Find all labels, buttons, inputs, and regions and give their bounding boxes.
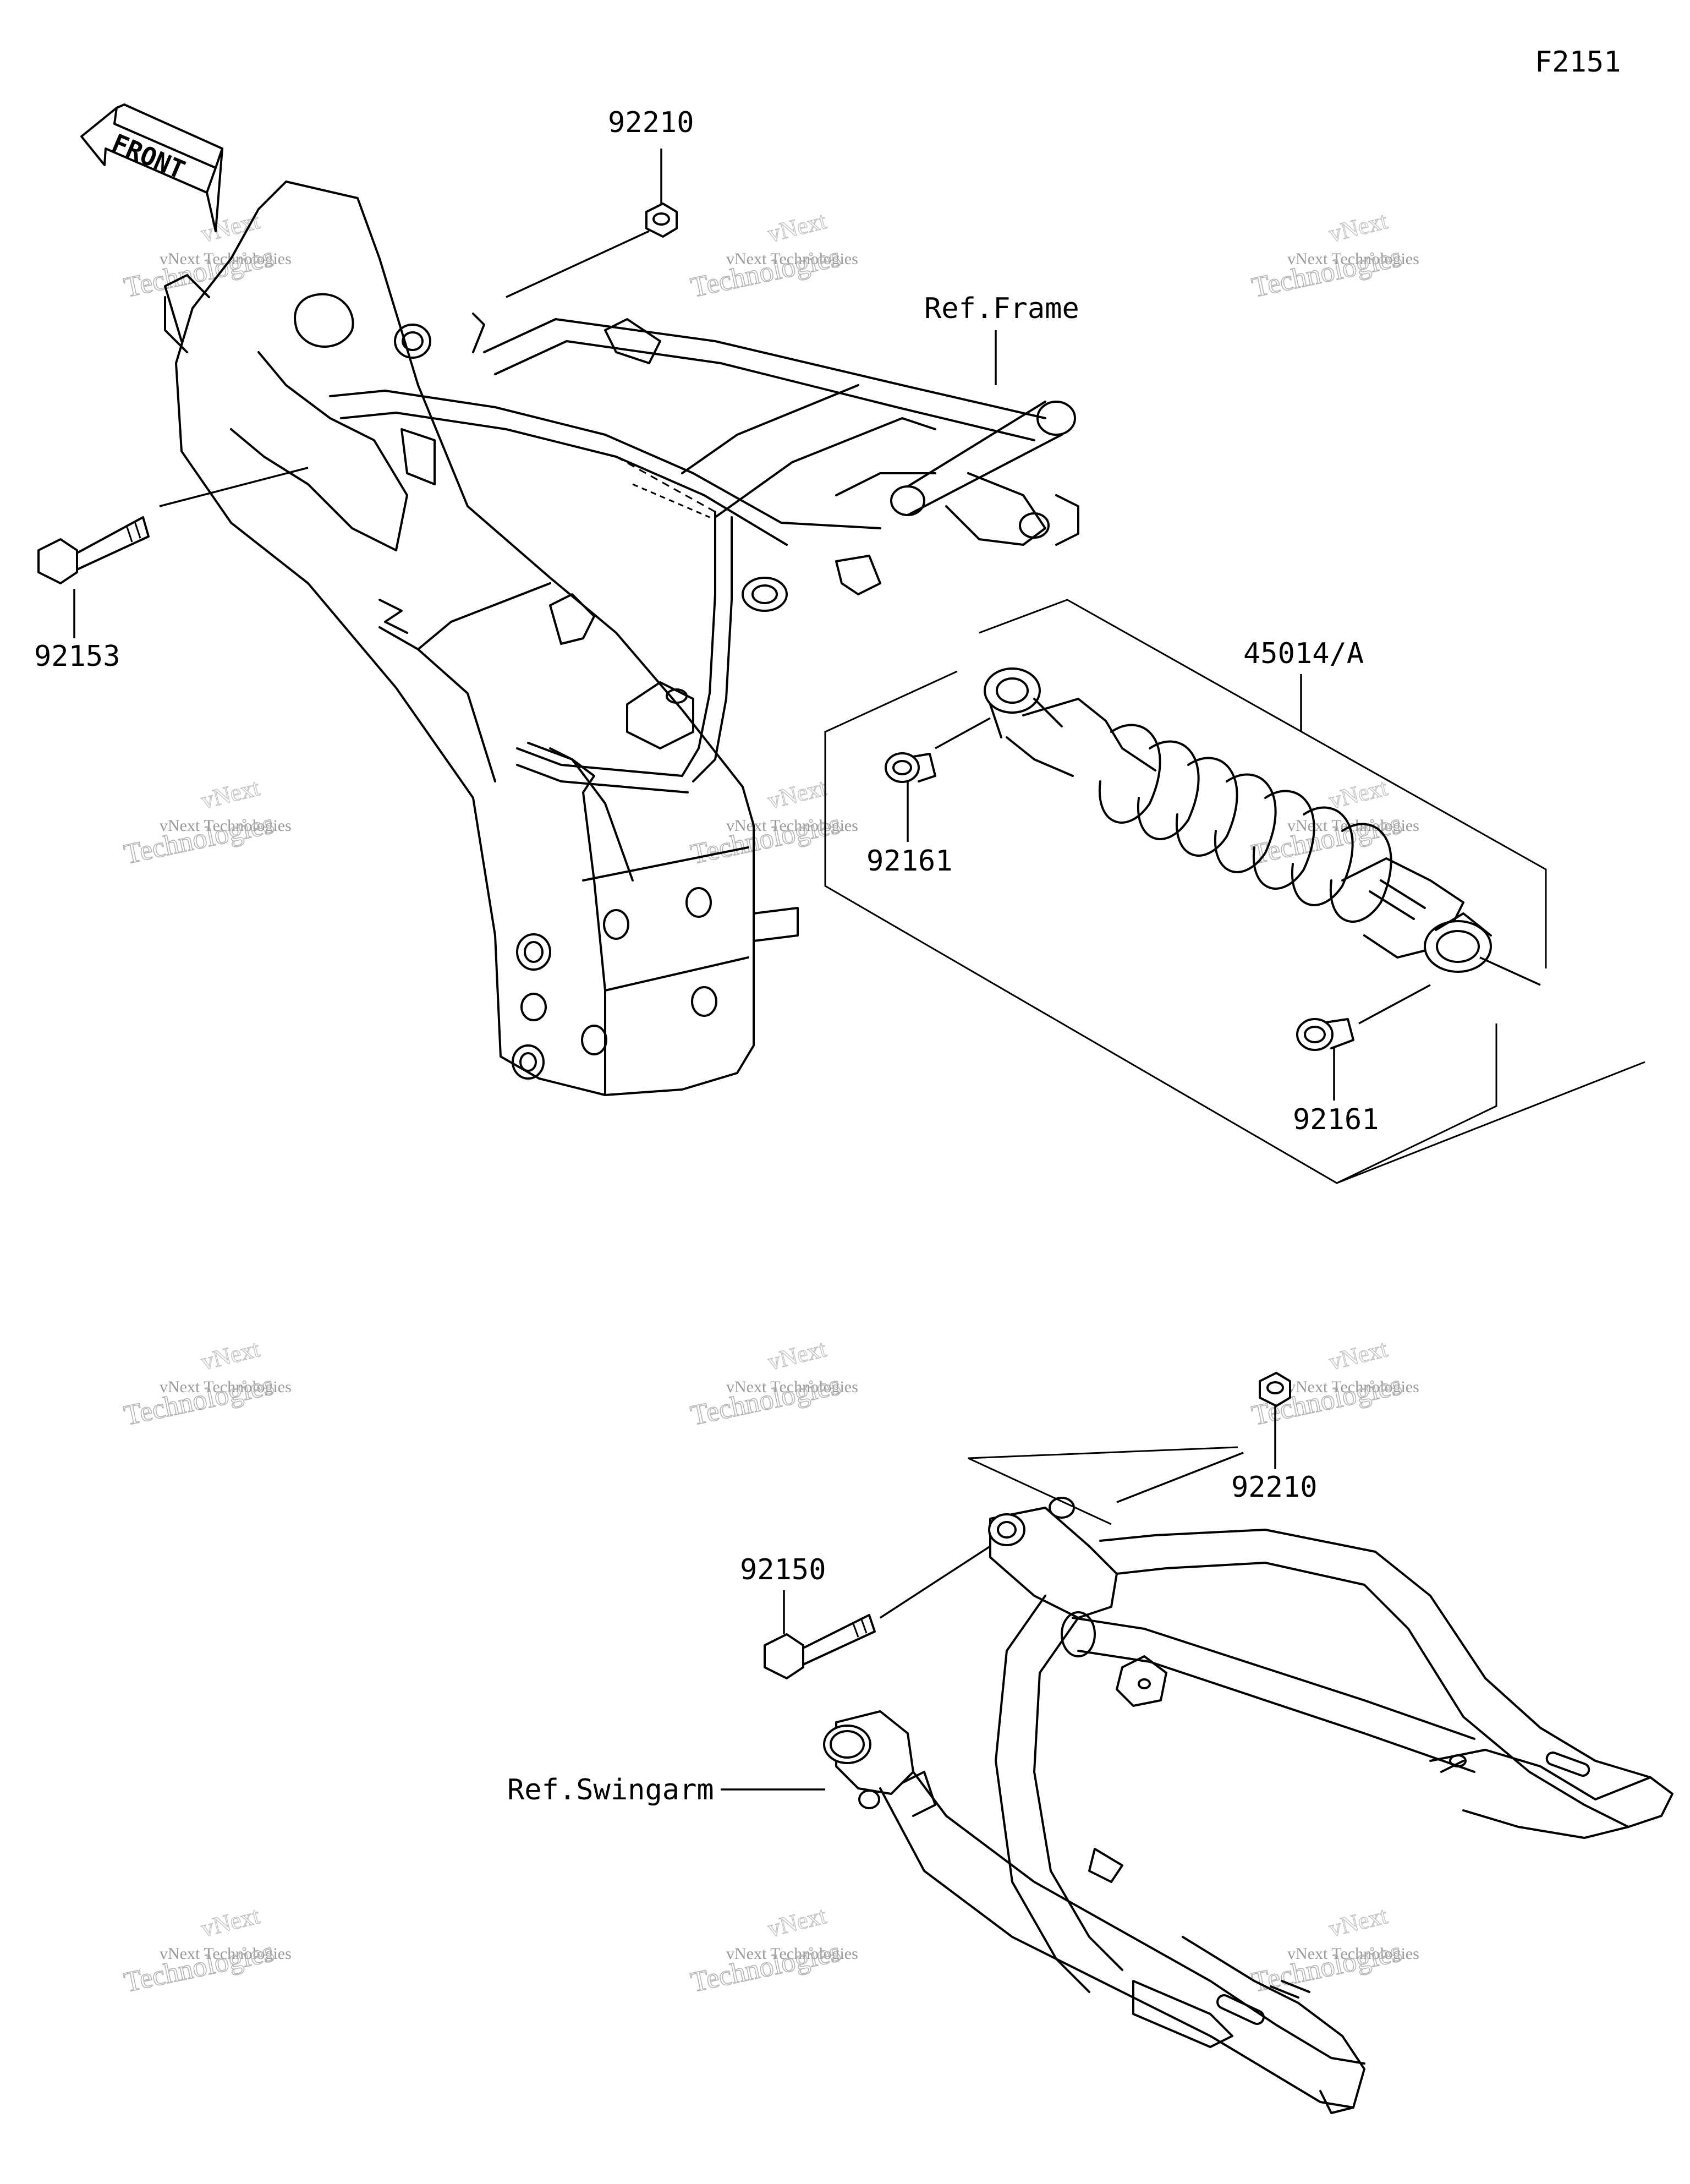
callout-nut-bottom: 92210 <box>1231 1406 1318 1504</box>
bolt-frame-illustration <box>37 516 150 584</box>
callouts: 92210 92153 Ref.Frame 45014/A 92161 92161 9221… <box>34 106 1379 1807</box>
svg-text:vNext Technologies: vNext Technologies <box>160 1378 292 1396</box>
svg-text:vNext: vNext <box>1326 207 1390 248</box>
front-arrow-icon: FRONT <box>80 103 223 232</box>
part-number-label: 92210 <box>608 106 694 139</box>
svg-text:vNext Technologies: vNext Technologies <box>726 1945 858 1963</box>
svg-text:vNext: vNext <box>765 207 829 248</box>
svg-text:vNext: vNext <box>199 207 262 248</box>
svg-text:vNext: vNext <box>765 774 829 814</box>
callout-collar-bottom: 92161 <box>1293 1048 1379 1136</box>
svg-text:vNext: vNext <box>765 1335 829 1376</box>
callout-bolt-swingarm: 92150 <box>740 1553 826 1634</box>
part-number-label: 92210 <box>1231 1471 1318 1504</box>
callout-ref-swingarm: Ref.Swingarm <box>507 1774 825 1807</box>
front-arrow-label: FRONT <box>108 128 190 185</box>
part-number-label: 45014/A <box>1243 637 1364 670</box>
svg-text:vNext Technologies: vNext Technologies <box>726 250 858 268</box>
svg-text:vNext: vNext <box>765 1902 829 1942</box>
callout-nut-top: 92210 <box>608 106 694 204</box>
figure-code: F2151 <box>1535 46 1621 79</box>
collar-bottom-illustration <box>1296 1018 1354 1051</box>
svg-text:vNext Technologies: vNext Technologies <box>726 817 858 835</box>
svg-text:vNext: vNext <box>199 1902 262 1942</box>
callout-collar-top: 92161 <box>866 781 953 878</box>
svg-text:vNext Technologies: vNext Technologies <box>1287 1378 1419 1396</box>
part-number-label: 92150 <box>740 1553 826 1586</box>
callout-bolt-frame: 92153 <box>34 589 120 673</box>
part-number-label: Ref.Swingarm <box>507 1774 714 1807</box>
part-number-label: 92161 <box>1293 1103 1379 1136</box>
nut-bottom-illustration <box>1259 1372 1291 1407</box>
frame-illustration <box>164 180 1079 1096</box>
swingarm-illustration <box>764 1372 1673 2114</box>
svg-text:vNext Technologies: vNext Technologies <box>1287 1945 1419 1963</box>
part-number-label: 92161 <box>866 845 953 878</box>
nut-top-illustration <box>645 202 678 238</box>
svg-text:vNext: vNext <box>1326 1902 1390 1942</box>
collar-top-illustration <box>885 752 936 783</box>
part-number-label: 92153 <box>34 640 120 673</box>
svg-text:vNext: vNext <box>1326 1335 1390 1376</box>
spring-coils <box>1098 724 1392 923</box>
shock-absorber-illustration <box>824 599 1645 1184</box>
svg-text:vNext Technologies: vNext Technologies <box>160 817 292 835</box>
svg-text:vNext: vNext <box>199 774 262 814</box>
svg-text:vNext: vNext <box>199 1335 262 1376</box>
svg-text:vNext Technologies: vNext Technologies <box>160 1945 292 1963</box>
svg-text:vNext: vNext <box>1326 774 1390 814</box>
callout-ref-frame: Ref.Frame <box>924 292 1079 385</box>
bolt-swingarm-illustration <box>764 1614 876 1679</box>
part-number-label: Ref.Frame <box>924 292 1079 325</box>
svg-text:vNext Technologies: vNext Technologies <box>1287 250 1419 268</box>
svg-text:vNext Technologies: vNext Technologies <box>726 1378 858 1396</box>
callout-shock: 45014/A <box>1243 637 1364 732</box>
